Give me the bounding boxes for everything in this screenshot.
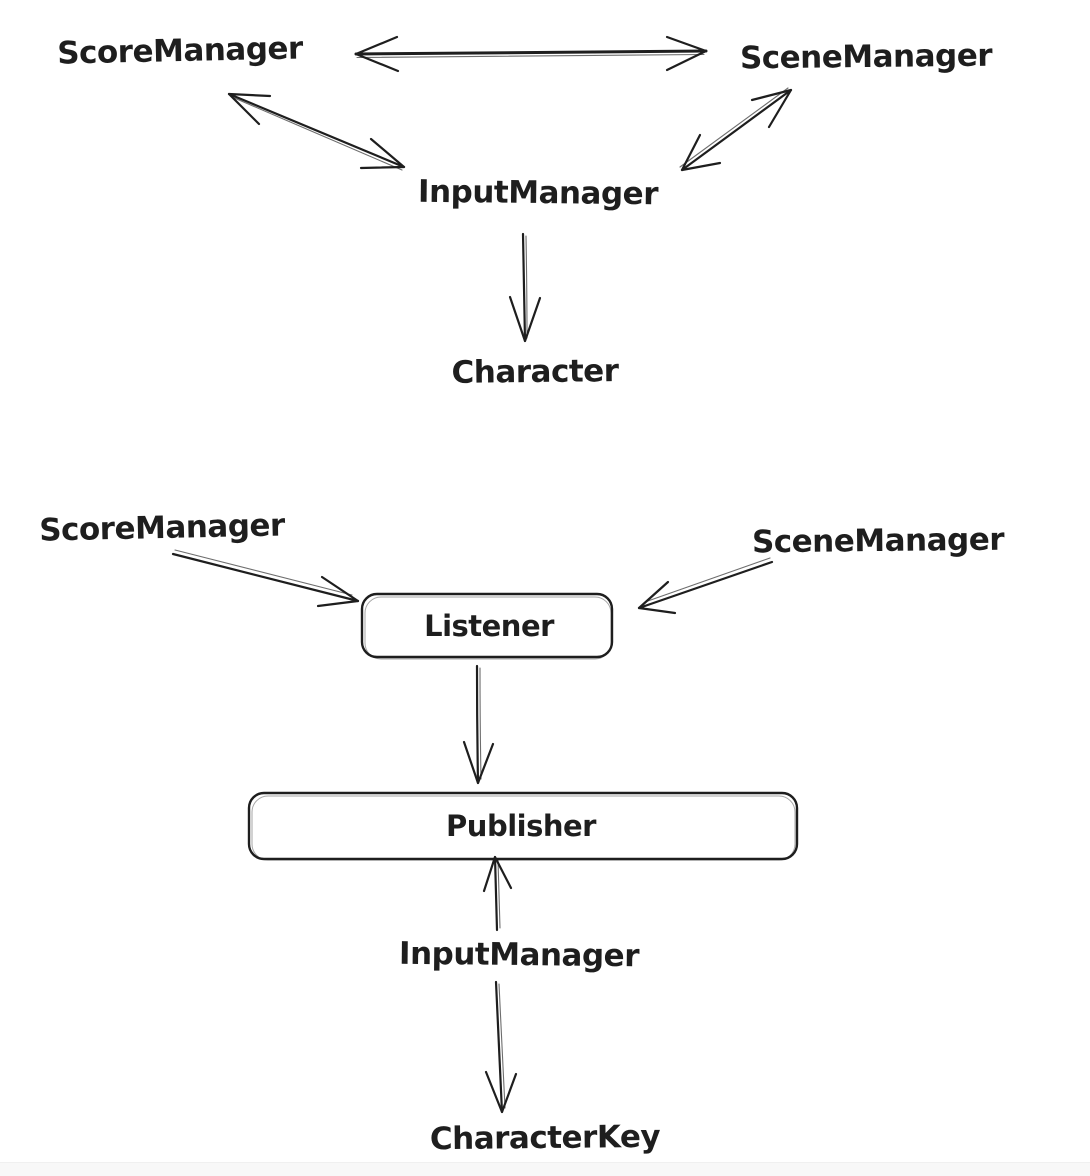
listener-box-label: Listener [424, 609, 554, 643]
publisher-box [247, 791, 799, 861]
bottom-score-manager-label: ScoreManager [38, 507, 286, 549]
arrow-top-scoremanager-scenemanager [354, 35, 708, 73]
arrow-bottom-scoremanager-listener [171, 549, 360, 608]
publisher-box-label: Publisher [446, 809, 596, 843]
arrow-inputmanager-characterkey [484, 980, 518, 1114]
arrow-top-scoremanager-inputmanager [227, 92, 406, 171]
bottom-input-manager-label: InputManager [398, 935, 640, 975]
arrow-top-inputmanager-character [508, 232, 542, 343]
arrow-inputmanager-publisher [482, 855, 513, 932]
arrow-listener-publisher [462, 664, 495, 785]
arrow-top-scenemanager-inputmanager [679, 87, 793, 172]
arrow-bottom-scenemanager-listener [637, 557, 774, 615]
bottom-character-key-label: CharacterKey [429, 1118, 661, 1158]
top-character-label: Character [451, 353, 619, 391]
top-scene-manager-label: SceneManager [739, 37, 993, 77]
top-input-manager-label: InputManager [417, 173, 659, 213]
listener-box [360, 592, 614, 660]
top-score-manager-label: ScoreManager [56, 30, 304, 72]
bottom-scene-manager-label: SceneManager [751, 521, 1005, 561]
footer-strip [0, 1162, 1090, 1176]
